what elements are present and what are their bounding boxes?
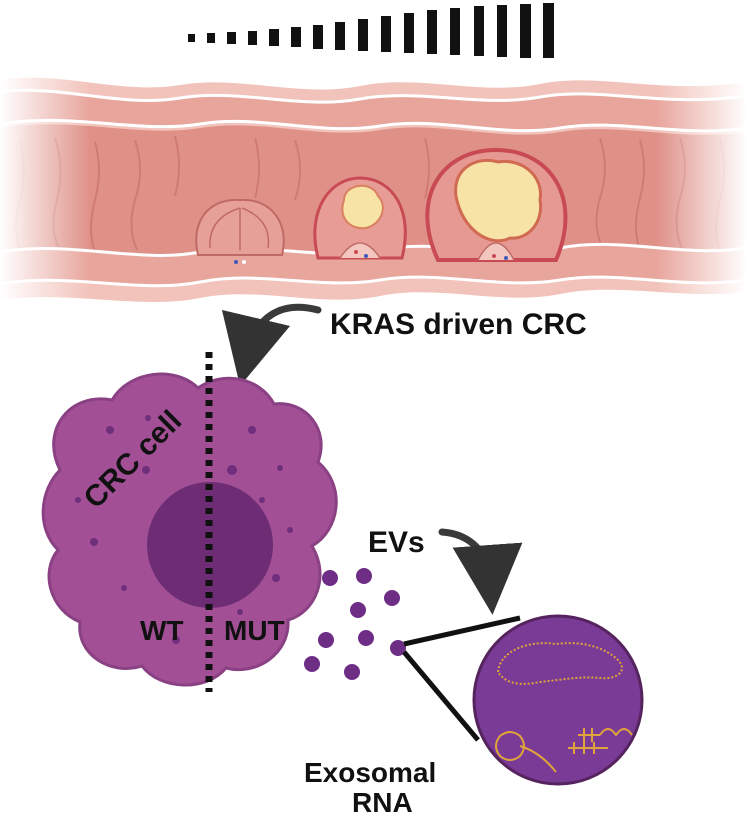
- vesicles: [304, 568, 406, 680]
- exosomal-label: Exosomal: [304, 757, 436, 788]
- colon-section-icon: [0, 60, 747, 310]
- mut-label: MUT: [224, 615, 285, 646]
- zoom-line: [403, 615, 521, 647]
- exosome-zoom: [472, 614, 644, 786]
- polyp-adenoma: [313, 176, 407, 260]
- crc-cell: [41, 372, 338, 687]
- curved-arrow-icon: [438, 528, 523, 615]
- curved-arrow-icon: [221, 303, 322, 387]
- evs-label: EVs: [368, 526, 425, 559]
- rna-label: RNA: [352, 787, 413, 817]
- polyp-early: [195, 198, 285, 264]
- progression-bar-icon: [188, 3, 554, 58]
- kras-label: KRAS driven CRC: [330, 308, 587, 341]
- zoom-line: [402, 650, 480, 742]
- polyp-carcinoma: [425, 147, 568, 262]
- wt-label: WT: [140, 615, 184, 646]
